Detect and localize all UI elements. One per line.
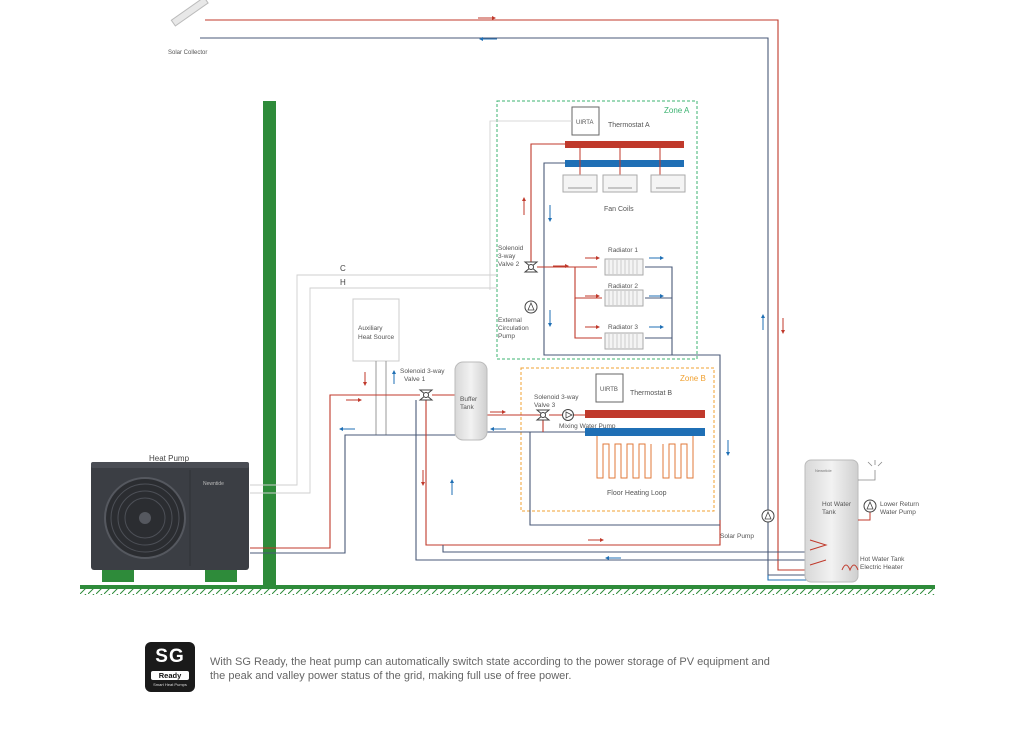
sg-ready-description: With SG Ready, the heat pump can automat… <box>210 655 850 683</box>
solenoid-valve-2: Solenoid 3-way Valve 2 <box>498 245 539 273</box>
lower-return-label-1: Lower Return <box>880 501 919 508</box>
tank-brand: Newntide <box>815 468 832 473</box>
ext-pump-label-3: Pump <box>498 333 515 340</box>
fan-coil-manifold <box>565 141 684 175</box>
ground <box>80 585 935 595</box>
aux-label-1: Auxiliary <box>358 325 383 332</box>
sg-ready-badge: SG Ready Smart Heat Pumps <box>145 642 195 692</box>
hwt-label-2: Tank <box>822 509 836 516</box>
solenoid-valve-3: Solenoid 3-way Valve 3 <box>534 394 579 421</box>
hwt-label-1: Hot Water <box>822 501 852 508</box>
hot-water-tap <box>858 460 883 481</box>
description-line-2: the peak and valley power status of the … <box>210 670 572 682</box>
heat-pump-label: Heat Pump <box>149 454 190 463</box>
main-heating-pipes <box>250 394 810 561</box>
sg-badge-main: SG <box>155 646 185 667</box>
solenoid-valve-1: Solenoid 3-way Valve 1 <box>400 368 445 401</box>
hot-water-tank: Newntide Hot Water Tank <box>804 459 859 583</box>
buffer-tank: Buffer Tank <box>454 361 488 441</box>
buffer-label-2: Tank <box>460 404 474 411</box>
zone-a-arrows <box>522 197 730 456</box>
thermostat-a: UIRTA Thermostat A <box>489 106 650 290</box>
zone-b: Zone B <box>520 367 715 512</box>
control-wires: C H <box>250 264 497 494</box>
floor-heating-manifold <box>585 410 705 436</box>
radiator-2-label: Radiator 2 <box>608 283 638 290</box>
zone-b-return-pipe <box>529 432 720 526</box>
heater-label-2: Electric Heater <box>860 564 903 571</box>
lower-return-water-pump: Lower Return Water Pump <box>858 499 919 521</box>
lower-return-label-2: Water Pump <box>880 509 916 516</box>
mixing-water-pump: Mixing Water Pump <box>549 409 616 430</box>
valve3-label-1: Solenoid 3-way <box>534 394 579 401</box>
zone-b-label: Zone B <box>680 374 706 383</box>
solar-pump-label: Solar Pump <box>720 533 754 540</box>
fan-coils: Fan Coils <box>562 174 686 213</box>
main-flow-arrows <box>339 398 621 560</box>
zone-a-label: Zone A <box>664 106 690 115</box>
wall <box>263 101 276 588</box>
solar-loop-pipes <box>200 19 810 581</box>
fan-coils-label: Fan Coils <box>604 206 634 213</box>
tank-electric-heater: Hot Water Tank Electric Heater <box>860 556 905 571</box>
radiator-1-label: Radiator 1 <box>608 247 638 254</box>
solar-flow-arrows <box>478 16 785 334</box>
uirtb-label: UIRTB <box>600 387 618 393</box>
radiator-2: Radiator 2 <box>604 283 644 307</box>
zone-a: Zone A <box>496 100 698 360</box>
valve2-label-3: Valve 2 <box>498 261 520 268</box>
radiator-3-label: Radiator 3 <box>608 324 638 331</box>
aux-label-2: Heat Source <box>358 334 395 341</box>
floor-heating-loop: Floor Heating Loop <box>596 436 694 497</box>
valve1-label-2: Valve 1 <box>404 376 426 383</box>
zone-a-pipes <box>530 143 721 530</box>
valve2-label-1: Solenoid <box>498 245 524 252</box>
heat-pump: Newntide Heat Pump <box>91 454 249 582</box>
heater-label-1: Hot Water Tank <box>860 556 905 563</box>
auxiliary-heat-source: Auxiliary Heat Source <box>352 298 400 435</box>
description-line-1: With SG Ready, the heat pump can automat… <box>210 656 770 668</box>
uirta-label: UIRTA <box>576 120 593 126</box>
ext-pump-label-2: Circulation <box>498 325 529 332</box>
valve2-label-2: 3-way <box>498 253 516 260</box>
solar-pump: Solar Pump <box>720 509 775 540</box>
radiator-1: Radiator 1 <box>604 247 644 276</box>
ext-pump-label-1: External <box>498 317 522 324</box>
radiator-3: Radiator 3 <box>604 324 644 350</box>
valve1-label-1: Solenoid 3-way <box>400 368 445 375</box>
solar-collector: Solar Collector <box>168 0 209 56</box>
valve3-label-2: Valve 3 <box>534 402 556 409</box>
thermostat-b-label: Thermostat B <box>630 390 672 397</box>
sg-badge-sub: Smart Heat Pumps <box>153 682 187 687</box>
solar-collector-label: Solar Collector <box>168 50 207 56</box>
buffer-label-1: Buffer <box>460 396 478 403</box>
mixing-pump-label: Mixing Water Pump <box>559 423 616 430</box>
wire-h-label: H <box>340 278 346 287</box>
wire-c-label: C <box>340 264 346 273</box>
floor-loop-label: Floor Heating Loop <box>607 490 667 497</box>
thermostat-b: UIRTB Thermostat B <box>595 373 672 403</box>
thermostat-a-label: Thermostat A <box>608 122 650 129</box>
heat-pump-brand: Newntide <box>203 481 224 487</box>
sg-badge-ready: Ready <box>151 671 189 680</box>
external-circulation-pump: External Circulation Pump <box>498 300 538 340</box>
